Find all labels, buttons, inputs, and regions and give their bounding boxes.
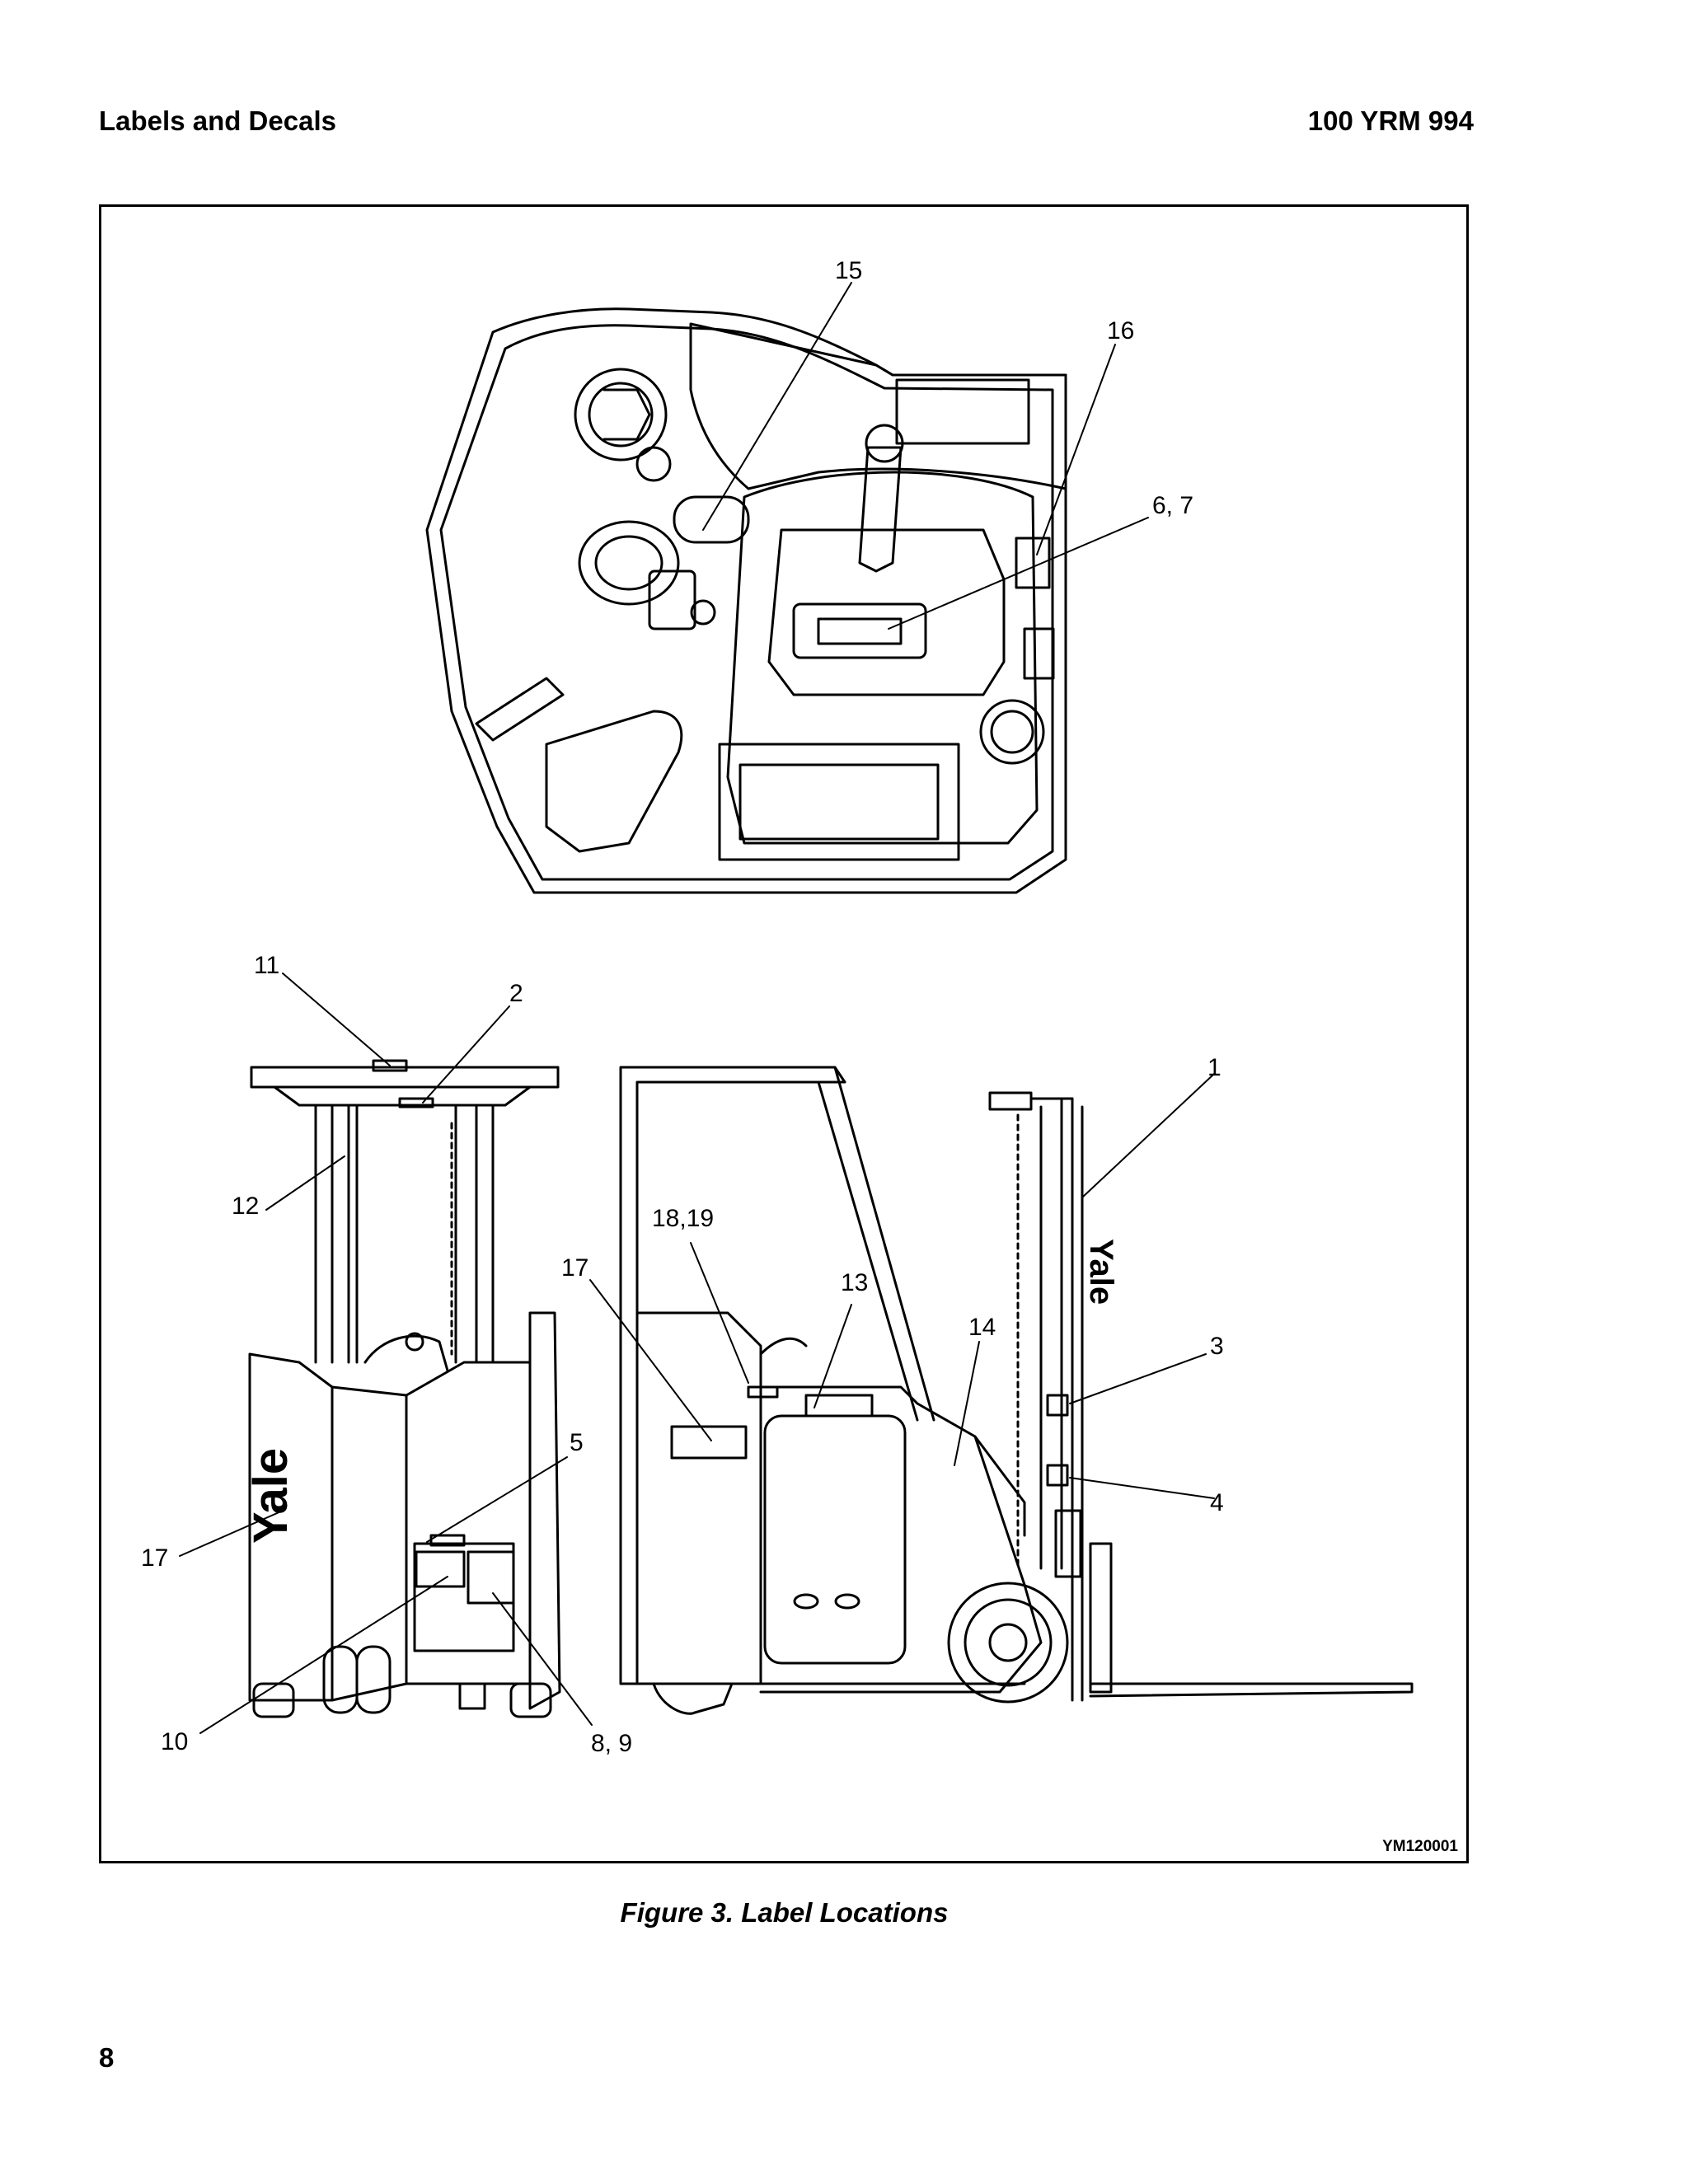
callout-17-rear: 17 bbox=[141, 1544, 168, 1572]
callout-11: 11 bbox=[254, 952, 279, 979]
control-panel-drawing bbox=[425, 307, 1067, 894]
callout-15: 15 bbox=[835, 257, 862, 284]
callout-14: 14 bbox=[968, 1314, 996, 1341]
callout-2: 2 bbox=[509, 980, 523, 1007]
callout-16: 16 bbox=[1107, 317, 1134, 344]
side-view-drawing bbox=[619, 1066, 1414, 1715]
callout-1: 1 bbox=[1207, 1054, 1221, 1081]
document-number: 100 YRM 994 bbox=[1307, 105, 1474, 136]
callout-18-19: 18,19 bbox=[652, 1205, 714, 1232]
callout-10: 10 bbox=[161, 1728, 188, 1755]
callout-12: 12 bbox=[232, 1193, 259, 1220]
callout-17-side: 17 bbox=[561, 1254, 588, 1282]
figure-frame: Yale bbox=[99, 204, 1469, 1863]
callout-5: 5 bbox=[570, 1429, 584, 1456]
label-locations-illustration: Yale bbox=[141, 257, 1414, 1757]
callout-4: 4 bbox=[1210, 1489, 1224, 1516]
figure-id: YM120001 bbox=[1382, 1838, 1458, 1855]
callout-3: 3 bbox=[1210, 1333, 1224, 1360]
leader-lines bbox=[179, 282, 1215, 1734]
brand-logo-rear: Yale bbox=[244, 1448, 298, 1544]
callout-8-9: 8, 9 bbox=[591, 1730, 632, 1757]
figure-caption: Figure 3. Label Locations bbox=[620, 1897, 949, 1928]
page-number: 8 bbox=[99, 2042, 115, 2073]
brand-logo-mast: Yale bbox=[1083, 1239, 1119, 1305]
section-title: Labels and Decals bbox=[99, 105, 336, 136]
rear-view-drawing bbox=[248, 1059, 561, 1718]
callout-13: 13 bbox=[841, 1269, 868, 1296]
callout-6-7: 6, 7 bbox=[1152, 492, 1193, 519]
